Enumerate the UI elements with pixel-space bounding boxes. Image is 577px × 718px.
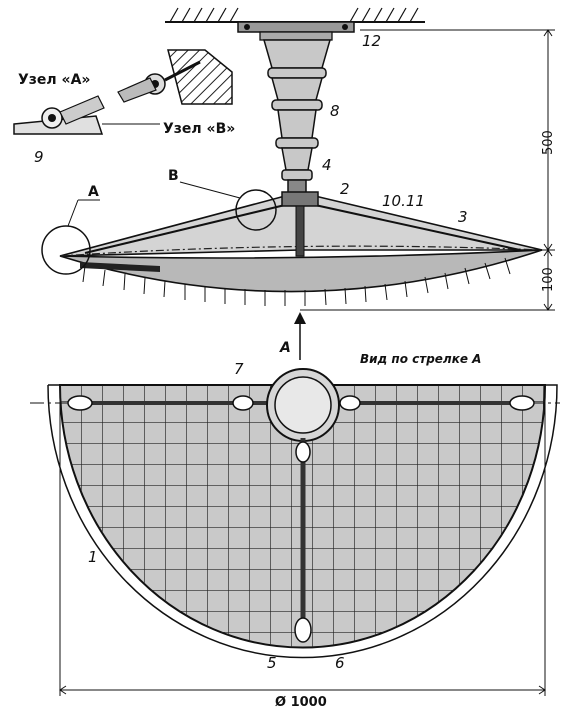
- part-12: 12: [362, 32, 381, 50]
- part-7: 7: [234, 360, 244, 378]
- view-title: Вид по стрелке А: [360, 352, 481, 366]
- part-5: 5: [267, 654, 277, 672]
- lamp-side-view: [41, 181, 543, 306]
- dim-500-label: 500: [541, 130, 556, 155]
- diameter-label: Ø 1000: [275, 695, 327, 710]
- part-3: 3: [458, 208, 468, 226]
- dimension-lines: [59, 29, 555, 696]
- callout-b-label: B: [168, 168, 179, 184]
- node-a-detail: [13, 95, 160, 135]
- ceiling: [165, 7, 425, 23]
- part-10-11: 10.11: [382, 192, 425, 210]
- node-b-detail: [117, 49, 233, 105]
- node-a-title: Узел «А»: [18, 72, 90, 88]
- callout-a-label: A: [88, 184, 99, 200]
- node-b-title: Узел «В»: [163, 121, 235, 137]
- part-6: 6: [335, 654, 345, 672]
- suspension-rod: [263, 39, 331, 195]
- part-1: 1: [88, 548, 98, 566]
- node-detail-insets: [13, 49, 233, 135]
- dim-100-label: 100: [541, 267, 556, 292]
- part-2: 2: [340, 180, 350, 198]
- part-4: 4: [322, 156, 332, 174]
- arrow-a-label: A: [279, 340, 291, 356]
- part-9: 9: [34, 148, 44, 166]
- plan-view: [30, 368, 560, 659]
- part-8: 8: [330, 102, 340, 120]
- mounting-plate: [237, 21, 355, 41]
